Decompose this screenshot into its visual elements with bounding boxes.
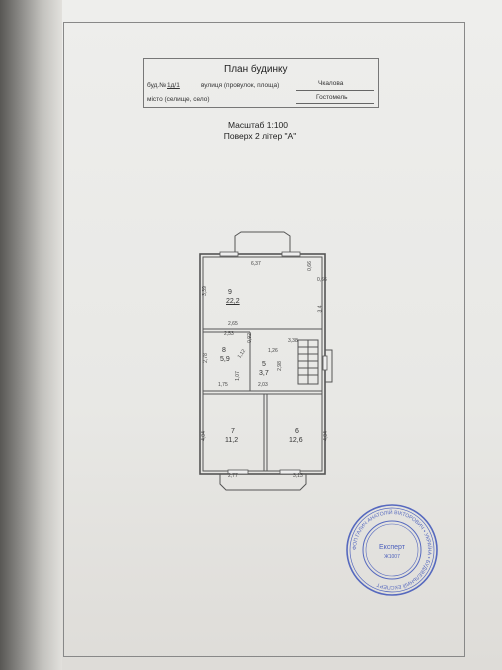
dimension-label: 0,66 <box>306 261 313 271</box>
stamp-center-line2: Ж1007 <box>384 554 400 560</box>
room-8-area: 5,9 <box>220 356 230 363</box>
dimension-label: 1,75 <box>218 382 228 388</box>
official-stamp: ФОП ГАЛИЧ АНАТОЛІЙ ВІКТОРОВИЧ • УКРАЇНА … <box>345 503 439 597</box>
room-6-number: 6 <box>295 428 299 435</box>
room-7-area: 11,2 <box>225 437 239 444</box>
dimension-label: 0,66 <box>317 277 327 283</box>
dimension-label: 2,77 <box>228 473 238 479</box>
dimension-label: 2,65 <box>228 321 238 327</box>
city-value: Гостомель <box>316 94 348 101</box>
room-5-number: 5 <box>262 361 266 368</box>
dimension-label: 3,13 <box>293 473 303 479</box>
dimension-label: 1,07 <box>234 371 241 381</box>
scale-label: Масштаб 1:100 <box>228 120 288 130</box>
room-9-area: 22,2 <box>226 298 240 305</box>
street-label: вулиця (провулок, площа) <box>201 82 280 89</box>
dimension-label: 0,92 <box>246 333 253 343</box>
floor-plan <box>199 231 333 491</box>
city-label: місто (селище, село) <box>147 96 210 103</box>
dimension-label: 3,4 <box>317 305 324 313</box>
dimension-label: 3,39 <box>201 286 208 296</box>
street-underline <box>296 90 374 91</box>
dimension-label: 2,78 <box>202 353 209 363</box>
room-5-area: 3,7 <box>259 370 269 377</box>
dimension-label: 4,04 <box>200 431 207 441</box>
dimension-label: 2,03 <box>258 382 268 388</box>
city-underline <box>296 103 374 104</box>
dimension-label: 2,53 <box>224 331 234 337</box>
dimension-label: 1,26 <box>268 348 278 354</box>
room-9-number: 9 <box>228 289 232 296</box>
dimension-label: 4,04 <box>322 431 329 441</box>
stamp-center-line1: Експерт <box>379 544 406 551</box>
room-7-number: 7 <box>231 428 235 435</box>
document-sheet <box>44 0 502 670</box>
street-value: Чкалова <box>318 80 344 87</box>
dimension-label: 3,38 <box>288 338 298 344</box>
page-frame <box>63 22 465 657</box>
floor-label: Поверх 2 літер "А" <box>223 131 297 141</box>
building-number: 1д/1 <box>167 82 180 89</box>
room-8-number: 8 <box>222 347 226 354</box>
title-box <box>143 58 379 108</box>
plan-title: План будинку <box>224 64 288 75</box>
building-label: буд.№ <box>147 82 167 89</box>
page-binding <box>0 0 62 670</box>
dimension-label: 6,37 <box>251 261 261 267</box>
dimension-label: 2,98 <box>276 361 283 371</box>
room-6-area: 12,6 <box>289 437 303 444</box>
